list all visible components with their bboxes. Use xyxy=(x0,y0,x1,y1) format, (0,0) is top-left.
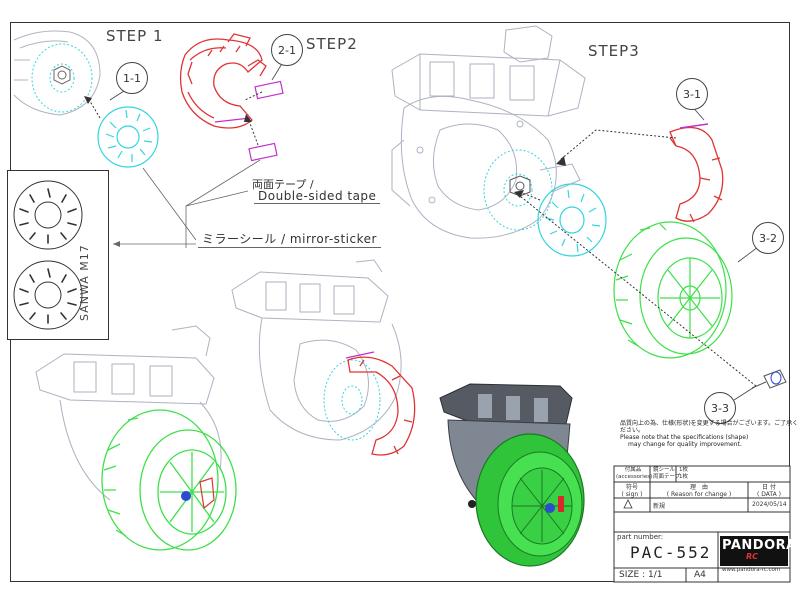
pandora-url: www.pandora-rc.com xyxy=(722,567,781,573)
date-value: 2024/05/14 xyxy=(752,501,787,508)
accessories-qty: 1枚 1枚 xyxy=(679,467,688,481)
sign-header: 符号 ( sign ) xyxy=(614,484,650,498)
step3-arrows xyxy=(519,129,757,387)
step3-bolt-3-3 xyxy=(751,369,787,389)
date-header-en: ( DATA ) xyxy=(757,491,781,498)
middle-caliper-strip xyxy=(345,351,375,359)
assembled-left-hub-nut xyxy=(181,491,191,501)
reason-value: 新規 xyxy=(653,503,666,510)
callout-3-3: 3-3 xyxy=(704,392,736,424)
date-header-jp: 日 付 xyxy=(762,484,776,491)
spec-notice: 品質向上の為、仕様(形状)を変更する場合がございます。ご了承ください。 Plea… xyxy=(620,420,800,448)
sticker-sheet: SANWA M17 xyxy=(7,170,109,340)
warning-triangle-icon xyxy=(623,499,633,509)
spec-notice-en1: Please note that the specifications (sha… xyxy=(620,434,749,441)
accessories-label-en: (accessories) xyxy=(616,474,653,480)
reason-header: 理 由 ( Reason for change ) xyxy=(650,484,748,498)
assembled-left-caliper xyxy=(199,477,215,510)
mirror-arrow-tip xyxy=(113,241,120,247)
step1-hub-outline xyxy=(13,30,101,116)
callout-3-2: 3-2 xyxy=(752,222,784,254)
tape-note-jp: 両面テープ / xyxy=(248,176,318,192)
step3-caliper-strip xyxy=(679,123,709,129)
double-sided-tape-upper xyxy=(254,80,284,100)
step3-knuckle xyxy=(391,25,586,239)
step2-label: STEP2 xyxy=(306,35,358,53)
reason-header-en: ( Reason for change ) xyxy=(666,491,732,498)
part-number-label: part number: xyxy=(617,533,664,541)
pandora-logo-text: PANDORA xyxy=(722,538,797,553)
step1-arrow-tip xyxy=(84,96,92,104)
assembled-knuckle-left xyxy=(35,325,222,501)
paper-size: A4 xyxy=(694,570,706,580)
mirror-sticker-1-1 xyxy=(97,106,159,168)
step1-brake-disc xyxy=(31,43,93,113)
accessories-items: 鏡シール 両面テープ xyxy=(653,467,680,481)
step2-arrow-lower-tip xyxy=(244,114,252,122)
sticker-sheet-label: SANWA M17 xyxy=(78,244,91,321)
photo-render xyxy=(439,383,585,567)
size-label: SIZE : 1/1 xyxy=(619,570,663,580)
accessories-label-jp: 付属品 xyxy=(624,467,642,473)
spec-notice-en2: may change for quality improvement. xyxy=(628,441,742,448)
date-header: 日 付 ( DATA ) xyxy=(748,484,790,498)
note-leaders xyxy=(113,159,261,248)
step2-arrow-upper xyxy=(244,91,263,101)
step3-hex-hub xyxy=(509,175,531,197)
step3-label: STEP3 xyxy=(588,42,640,60)
step3-arrow-tip-2 xyxy=(514,190,524,198)
middle-knuckle xyxy=(231,259,402,441)
accessories-label: 付属品 (accessories) xyxy=(616,467,653,481)
pandora-logo-sub: RC xyxy=(746,552,759,561)
accessory-item-2-qty: 1枚 xyxy=(679,474,688,480)
middle-caliper xyxy=(347,356,416,456)
step3-brake-disc xyxy=(483,149,553,231)
mirror-sticker-note: ミラーシール / mirror-sticker xyxy=(198,230,381,248)
step2-caliper-top-strip xyxy=(214,117,251,123)
step3-arrow-tip-1 xyxy=(556,156,566,166)
spec-notice-jp: 品質向上の為、仕様(形状)を変更する場合がございます。ご了承ください。 xyxy=(620,420,799,434)
step2-arrow-lower xyxy=(247,117,259,146)
step2-caliper xyxy=(179,33,267,129)
sign-header-jp: 符号 xyxy=(625,484,638,491)
sticker-sheet-art xyxy=(13,180,83,330)
assembled-wheel-left xyxy=(101,409,237,551)
step3-mirror-disc xyxy=(537,183,607,257)
callout-3-1: 3-1 xyxy=(676,78,708,110)
double-sided-tape-lower xyxy=(248,142,278,162)
accessory-item-2: 両面テープ xyxy=(653,474,681,480)
step1-hex-hub xyxy=(53,65,71,85)
reason-header-jp: 理 由 xyxy=(689,484,708,491)
accessory-item-1-qty: 1枚 xyxy=(679,467,688,473)
callout-3-leaders xyxy=(689,103,763,401)
sign-header-en: ( sign ) xyxy=(621,491,643,498)
callout-1-1-leader xyxy=(109,90,125,101)
part-number: PAC-552 xyxy=(630,543,712,562)
step1-label: STEP 1 xyxy=(106,27,164,45)
step3-caliper-3-1 xyxy=(669,126,724,223)
accessory-item-1: 鏡シール xyxy=(653,467,676,473)
middle-brake-disc xyxy=(323,359,381,441)
step3-wheel-3-2 xyxy=(613,221,733,359)
pandora-logo: PANDORA RC xyxy=(720,536,796,566)
tape-note-en: Double-sided tape xyxy=(254,189,381,204)
callout-1-1: 1-1 xyxy=(116,62,148,94)
callout-2-1: 2-1 xyxy=(271,34,303,66)
